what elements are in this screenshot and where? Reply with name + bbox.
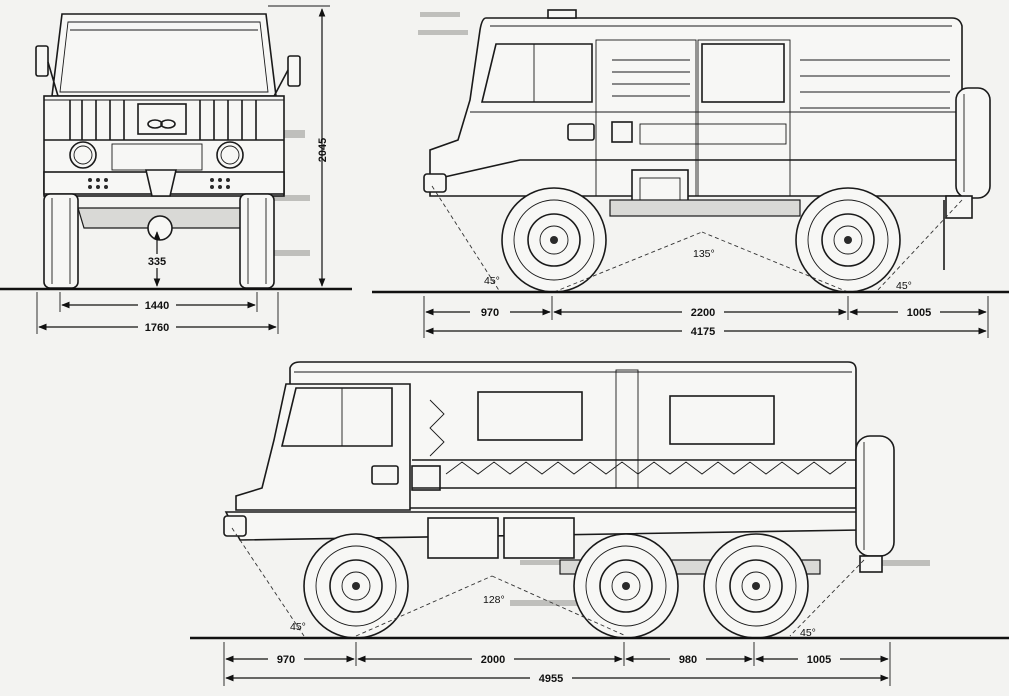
dims-4x4 — [423, 296, 989, 338]
spare-wheel — [955, 87, 991, 199]
rear-overhang-6x6: 1005 — [807, 654, 831, 666]
canvas-window-2 — [669, 395, 775, 445]
departure-angle-6x6: 45° — [800, 627, 816, 639]
ramp-angle-4x4: 135° — [693, 248, 715, 260]
rear-wheel-6x6 — [703, 533, 809, 639]
side-locker-2 — [503, 517, 575, 559]
spare-wheel-6x6 — [855, 435, 895, 557]
side-view-6x6 — [223, 361, 895, 639]
ramp-angle-6x6: 128° — [483, 594, 505, 606]
rear-overhang-4x4: 1005 — [907, 307, 931, 319]
side-locker-1 — [427, 517, 499, 559]
dim-track: 1440 — [59, 292, 258, 312]
cab-window — [480, 43, 593, 103]
length-4x4: 4175 — [691, 326, 715, 338]
dim-height: 2045 — [268, 5, 330, 287]
width-label: 1760 — [145, 322, 169, 334]
rear-window — [701, 43, 785, 103]
dims-6x6 — [223, 642, 891, 686]
height-label: 2045 — [317, 138, 329, 162]
cab-window-6x6 — [280, 387, 393, 447]
rear-wheel-4x4 — [795, 187, 901, 293]
wheelbase-2-6x6: 980 — [679, 654, 697, 666]
wheelbase-1-6x6: 2000 — [481, 654, 505, 666]
length-6x6: 4955 — [539, 673, 563, 685]
front-wheel-6x6 — [303, 533, 409, 639]
departure-angle-4x4: 45° — [896, 280, 912, 292]
middle-wheel-6x6 — [573, 533, 679, 639]
side-view-4x4 — [423, 9, 991, 293]
front-wheel-4x4 — [501, 187, 607, 293]
approach-angle-4x4: 45° — [484, 275, 500, 287]
front-overhang-6x6: 970 — [277, 654, 295, 666]
wheelbase-4x4: 2200 — [691, 307, 715, 319]
front-overhang-4x4: 970 — [481, 307, 499, 319]
dim-ground-clearance: 335 — [142, 231, 172, 287]
dim-width: 1760 — [36, 292, 279, 334]
approach-angle-6x6: 45° — [290, 621, 306, 633]
front-wheel-left — [43, 193, 79, 289]
front-grille — [69, 100, 257, 140]
canvas-window-1 — [477, 391, 583, 441]
track-label: 1440 — [145, 300, 169, 312]
front-wheel-right — [239, 193, 275, 289]
ground-clearance-label: 335 — [148, 256, 166, 268]
front-view — [35, 13, 301, 289]
differential — [147, 215, 173, 241]
